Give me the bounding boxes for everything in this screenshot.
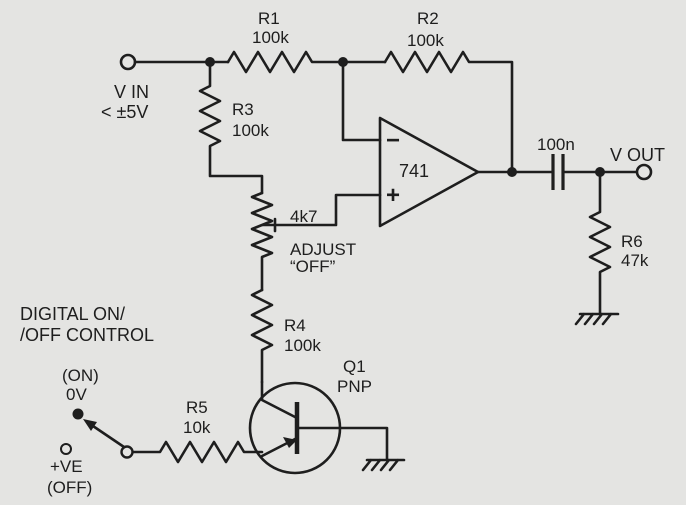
pot-off-label: “OFF” [290, 257, 336, 276]
switch-on-contact [72, 408, 84, 420]
r4-resistor [250, 288, 274, 384]
cap-value: 100n [537, 135, 575, 154]
switch-on-label: (ON) [62, 366, 99, 385]
pot-value: 4k7 [290, 207, 317, 226]
switch-common-terminal [120, 445, 134, 459]
control-title-line2: /OFF CONTROL [20, 325, 154, 345]
q1-base-lead [295, 426, 389, 462]
pot-adjust-label: ADJUST [290, 240, 356, 259]
junction-dot-output [507, 167, 517, 177]
r6-name: R6 [621, 232, 643, 251]
vin-label: V IN [114, 82, 149, 102]
opamp-label: 741 [399, 161, 429, 181]
r5-name: R5 [186, 398, 208, 417]
switch-on-voltage: 0V [66, 385, 87, 404]
vin-terminal [119, 53, 137, 71]
switch-off-label: (OFF) [47, 478, 92, 497]
q1-emitter-lead [260, 380, 299, 420]
r4-name: R4 [284, 316, 306, 335]
vout-label: V OUT [610, 145, 665, 165]
switch-arm-arrow [83, 419, 97, 431]
switch-off-contact [60, 443, 72, 455]
r1-value: 100k [252, 28, 289, 47]
r5-value: 10k [183, 418, 211, 437]
q1-emitter-arrow [283, 437, 297, 448]
r5-resistor [131, 440, 264, 464]
switch-arm [88, 422, 126, 449]
r3-resistor [198, 60, 264, 195]
r2-name: R2 [417, 9, 439, 28]
vin-range-label: < ±5V [101, 102, 148, 122]
opamp-741 [378, 116, 480, 228]
r3-value: 100k [232, 121, 269, 140]
r1-resistor [226, 50, 387, 74]
opamp-noninverting-sign: + [386, 182, 400, 209]
inverting-input-wire [341, 60, 382, 142]
control-title-line1: DIGITAL ON/ [20, 304, 125, 324]
potentiometer-4k7 [250, 191, 274, 292]
r4-value: 100k [284, 336, 321, 355]
r6-value: 47k [621, 251, 649, 270]
vout-terminal [635, 163, 653, 181]
q1-name: Q1 [343, 357, 366, 376]
opamp-inverting-sign: − [386, 127, 400, 154]
r3-name: R3 [232, 100, 254, 119]
r6-resistor [588, 170, 612, 316]
ground-symbol-q1 [361, 458, 406, 472]
r2-resistor [383, 50, 514, 174]
ground-symbol-r6 [574, 312, 620, 326]
r2-value: 100k [407, 31, 444, 50]
r1-name: R1 [258, 9, 280, 28]
switch-off-voltage: +VE [50, 457, 83, 476]
q1-type: PNP [337, 377, 372, 396]
potentiometer-wiper [261, 193, 382, 233]
